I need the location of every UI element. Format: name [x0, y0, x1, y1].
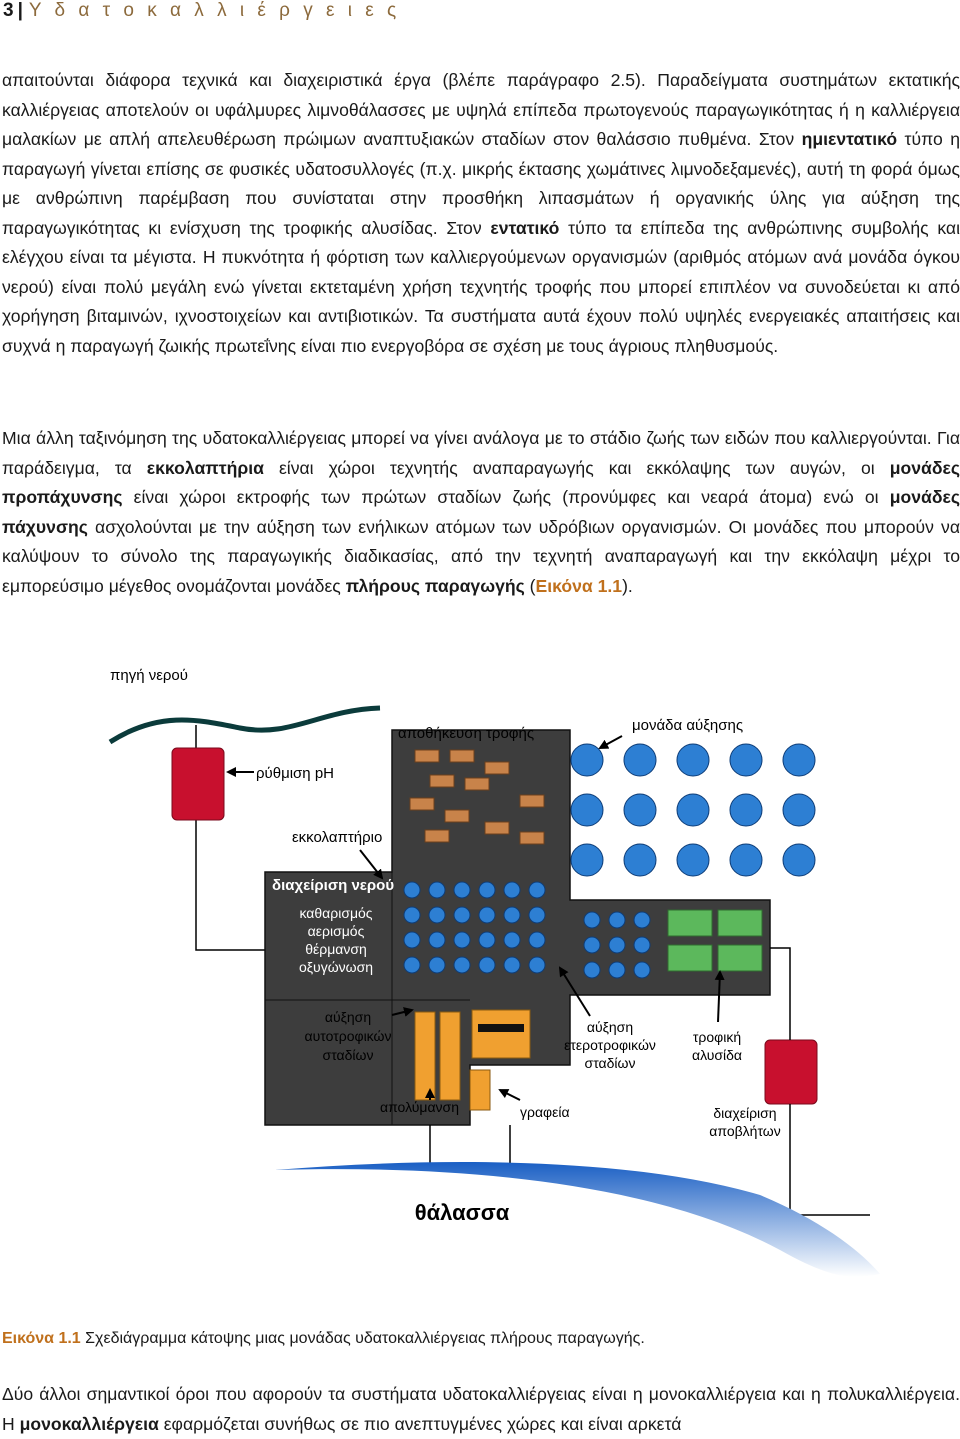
label-sea: θάλασσα [415, 1200, 510, 1225]
text: Μια άλλη ταξινόμηση της υδατοκαλλιέργεια… [2, 428, 960, 478]
arrow-offices [498, 1089, 521, 1101]
text: εφαρμόζεται συνήθως σε πιο ανεπτυγμένες … [158, 1413, 682, 1434]
label-food-chain: τροφική [693, 1029, 741, 1045]
label-heterotrophic: αύξηση [587, 1019, 633, 1035]
label-hatchery: εκκολαπτήριο [292, 829, 382, 846]
paragraph-2: Μια άλλη ταξινόμηση της υδατοκαλλιέργεια… [2, 424, 960, 601]
label-waste: διαχείριση [713, 1105, 776, 1121]
label-heterotrophic: σταδίων [585, 1055, 636, 1071]
waste-management-box [764, 1039, 818, 1105]
text: ασχολούνται με την αύξηση των ενήλικων α… [2, 516, 960, 596]
bold-term: εντατικό [490, 217, 560, 238]
figure-caption: Εικόνα 1.1 Σχεδιάγραμμα κάτοψης μιας μον… [2, 1330, 645, 1348]
water-mgmt-item: θέρμανση [305, 941, 367, 957]
autotrophic-tanks [414, 1011, 461, 1101]
heterotrophic-tanks [471, 1009, 531, 1059]
label-offices: γραφεία [520, 1104, 570, 1120]
sea [275, 1162, 880, 1277]
label-food-chain: αλυσίδα [692, 1047, 742, 1063]
bold-term: ημιεντατικό [801, 129, 898, 149]
text: τύπο η παραγωγή γίνεται επίσης σε φυσικέ… [2, 129, 960, 238]
label-autotrophic: αύξηση [325, 1009, 371, 1025]
growth-unit-tanks [570, 743, 816, 877]
bold-term: μονάδες πάχυνσης [2, 487, 960, 537]
arrow-food-chain [714, 970, 725, 1023]
text: Δύο άλλοι σημαντικοί όροι που αφορούν τα… [2, 1384, 960, 1434]
arrow-growth-unit [598, 735, 623, 749]
main-building [264, 729, 771, 1126]
waste-outlet-pipe [789, 1104, 870, 1216]
aquaculture-diagram: πηγή νερού ρύθμιση pH αποθήκευση τροφής … [108, 667, 880, 1277]
arrow-heterotrophic [558, 966, 591, 1017]
paragraph-1: απαιτούνται διάφορα τεχνικά και διαχειρι… [2, 66, 960, 361]
label-waste: αποβλήτων [709, 1123, 780, 1139]
page-header: 3|Υ δ α τ ο κ α λ λ ι έ ρ γ ε ι ε ς [3, 0, 400, 24]
arrow-autotrophic [391, 1007, 414, 1017]
label-growth-unit: μονάδα αύξησης [632, 717, 743, 734]
hatchery-tanks [403, 881, 651, 979]
bold-term: μονοκαλλιέργεια [19, 1413, 159, 1434]
figure-1-1: πηγή νερού ρύθμιση pH αποθήκευση τροφής … [0, 650, 960, 1310]
water-mgmt-item: οξυγώνωση [299, 959, 373, 975]
label-disinfection: απολύμανση [380, 1099, 459, 1115]
bold-term: εκκολαπτήρια [146, 457, 264, 478]
water-mgmt-item: αερισμός [308, 923, 365, 939]
waste-pipe [770, 947, 791, 1040]
text: ). [622, 575, 633, 596]
feed-storage-bricks [409, 749, 545, 845]
label-ph: ρύθμιση pH [256, 765, 334, 782]
header-separator: | [17, 0, 23, 21]
figure-reference-link[interactable]: Εικόνα 1.1 [535, 575, 623, 596]
caption-text: Σχεδιάγραμμα κάτοψης μιας μονάδας υδατοκ… [80, 1330, 645, 1347]
heterotrophic-tank-bar [478, 1024, 524, 1032]
office-box [469, 1069, 491, 1111]
water-source-wave [108, 705, 381, 745]
label-water-management: διαχείριση νερού [272, 877, 394, 894]
food-chain-tanks [667, 909, 763, 972]
bold-term: μονάδες προπάχυνσης [2, 457, 960, 508]
text: είναι χώροι τεχνητής αναπαραγωγής και εκ… [263, 457, 890, 478]
paragraph-3: Δύο άλλοι σημαντικοί όροι που αφορούν τα… [2, 1380, 960, 1439]
label-autotrophic: αυτοτροφικών [305, 1028, 392, 1044]
text: απαιτούνται διάφορα τεχνικά και διαχειρι… [2, 70, 960, 149]
arrow-hatchery [359, 849, 384, 880]
caption-label: Εικόνα 1.1 [2, 1330, 81, 1347]
text: τύπο τα επίπεδα της ανθρώπινης συμβολής … [2, 217, 960, 356]
label-feed-storage: αποθήκευση τροφής [398, 725, 534, 742]
text: ( [524, 575, 536, 596]
label-heterotrophic: ετεροτροφικών [564, 1037, 656, 1053]
ph-control-box [171, 747, 225, 821]
bold-term: πλήρους παραγωγής [345, 575, 525, 596]
label-water-source: πηγή νερού [110, 667, 188, 684]
page-number: 3 [3, 0, 14, 21]
running-title: Υ δ α τ ο κ α λ λ ι έ ρ γ ε ι ε ς [28, 0, 401, 21]
label-autotrophic: σταδίων [323, 1047, 374, 1063]
text: είναι χώροι εκτροφής των πρώτων σταδίων … [122, 487, 890, 507]
water-mgmt-item: καθαρισμός [299, 905, 372, 921]
